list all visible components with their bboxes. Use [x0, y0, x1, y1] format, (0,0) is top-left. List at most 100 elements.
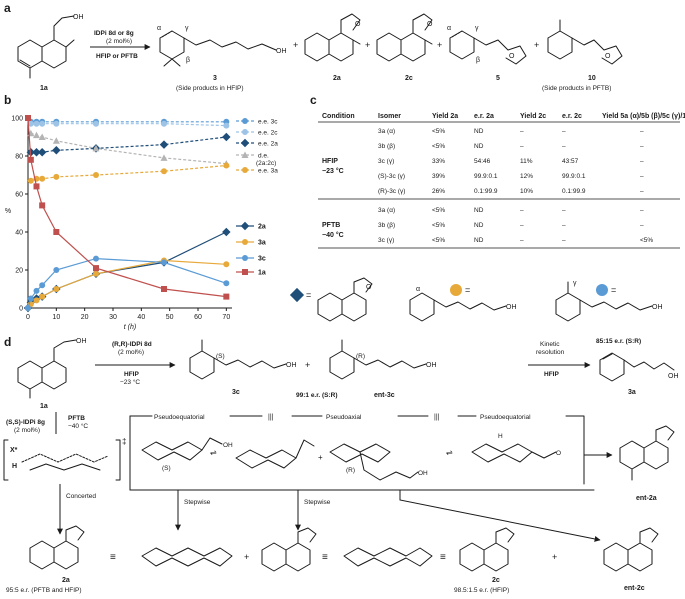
o-2a: O: [355, 21, 361, 28]
rr-solvent: HFIP: [124, 371, 139, 378]
legend-structures: = O α OH = γ OH =: [289, 277, 663, 322]
y-axis-label: %: [5, 208, 11, 215]
pseudoaxial: Pseudoaxial: [326, 414, 362, 421]
x-star: X*: [10, 447, 18, 454]
table-header: Yield 2c: [520, 113, 546, 120]
x-tick-label: 30: [109, 314, 117, 321]
table-cell: –: [640, 222, 644, 229]
molecule-10: [547, 19, 623, 65]
table-cell: 3a (α): [378, 128, 395, 135]
table-cell: 54:46: [474, 158, 491, 165]
table-cell: <5%: [432, 207, 445, 214]
table-cell: –: [562, 128, 566, 135]
group-condition: HFIP: [322, 158, 338, 165]
label-3c-d: 3c: [232, 389, 240, 396]
eq-arrow-1: ⇌: [210, 448, 217, 457]
reagent-a2: (2 mol%): [106, 38, 132, 45]
pseudoeq-right: Pseudoequatorial: [480, 414, 531, 421]
table-cell: –: [520, 128, 524, 135]
data-point: [38, 133, 46, 140]
oh-conf3: OH: [418, 470, 428, 477]
legend-marker: [240, 138, 250, 148]
table-cell: –: [520, 207, 524, 214]
label-2a: 2a: [333, 75, 341, 82]
label-5: 5: [496, 75, 500, 82]
label-10: 10: [588, 75, 596, 82]
table-cell: 12%: [520, 173, 533, 180]
table-cell: <5%: [432, 237, 445, 244]
data-point: [39, 282, 46, 289]
molecule-2c-d: [459, 527, 515, 572]
right-legend-marker: [242, 239, 248, 245]
eq-2a: =: [306, 290, 311, 300]
ss-cat: (S,S)-IDPi 8g: [6, 419, 45, 426]
y-tick-label: 80: [15, 154, 23, 161]
data-point: [93, 120, 99, 127]
data-point: [53, 286, 60, 292]
table-cell: <5%: [432, 143, 445, 150]
er-2c: 98.5:1.5 e.r. (HFIP): [454, 587, 509, 594]
data-point: [159, 140, 169, 149]
reagent-a3: HFIP or PFTB: [96, 53, 138, 60]
o-legend: O: [366, 284, 372, 291]
legend-label: e.e. 2c: [258, 130, 278, 137]
data-point: [223, 162, 230, 169]
legend-label: e.e. 3a: [258, 168, 278, 175]
conformer-chairs: [141, 437, 557, 481]
molecule-1a: [17, 15, 75, 79]
data-point: [39, 293, 46, 300]
x-tick-label: 0: [26, 314, 30, 321]
side-hfip: (Side products in HFIP): [176, 85, 244, 92]
legend-marker: [242, 118, 248, 124]
label-ent2c: ent-2c: [624, 585, 645, 592]
table-cell: <5%: [432, 222, 445, 229]
h-ts: H: [12, 463, 17, 470]
right-legend-marker: [240, 221, 250, 231]
data-point: [52, 146, 61, 155]
eq-3a: =: [465, 285, 470, 295]
data-point: [25, 305, 31, 311]
r-conf: (R): [346, 467, 355, 474]
data-point: [39, 175, 46, 182]
data-point: [37, 147, 47, 157]
panel-a-label: a: [4, 1, 11, 15]
s-conf: (S): [162, 465, 171, 472]
table-header: Condition: [322, 113, 355, 120]
table-cell: <5%: [432, 128, 445, 135]
y-tick-label: 60: [15, 192, 23, 199]
data-point: [53, 267, 60, 273]
series-line-7: [27, 257, 227, 309]
data-point: [33, 183, 40, 190]
equiv-2: ≡: [322, 552, 328, 563]
oh-1a: OH: [73, 14, 84, 21]
table-cell: –: [520, 237, 524, 244]
data-point: [161, 259, 167, 266]
plus-a1: +: [293, 40, 298, 50]
table-cell: 3b (β): [378, 143, 395, 150]
table-cell: –: [640, 128, 644, 135]
concerted: Concerted: [66, 493, 96, 500]
data-point: [93, 172, 99, 178]
label-2a-d: 2a: [62, 577, 70, 584]
table-cell: 10%: [520, 188, 533, 195]
x-tick-label: 40: [137, 314, 145, 321]
alpha-3: α: [157, 25, 161, 32]
right-legend-label: 3a: [258, 240, 266, 247]
molecule-ent2a: [619, 425, 675, 481]
alpha-legend: α: [416, 286, 420, 293]
gamma-legend: γ: [573, 280, 577, 287]
o-2c: O: [427, 21, 433, 28]
table-cell: –: [640, 207, 644, 214]
right-legend-label: 1a: [258, 270, 266, 277]
plus-d3: +: [244, 552, 249, 562]
legend-marker: [242, 167, 248, 173]
panel-c-label: c: [310, 93, 317, 107]
data-point: [93, 265, 99, 272]
data-point: [27, 156, 34, 163]
oh-3c-d: OH: [286, 362, 297, 369]
right-legend-label: 3c: [258, 256, 266, 263]
series-line-8: [27, 117, 227, 298]
group-condition: PFTB: [322, 222, 340, 229]
